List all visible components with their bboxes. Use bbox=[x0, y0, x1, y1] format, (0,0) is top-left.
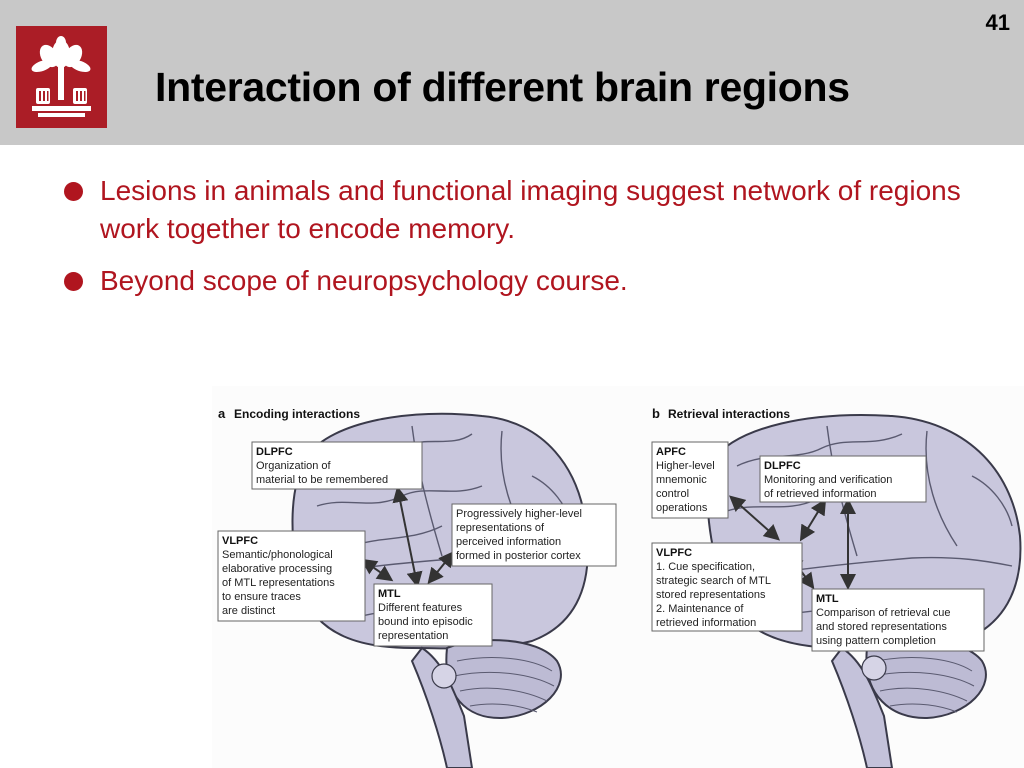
svg-text:2. Maintenance of: 2. Maintenance of bbox=[656, 603, 744, 615]
svg-text:Organization of: Organization of bbox=[256, 460, 332, 472]
slide-number: 41 bbox=[985, 10, 1010, 35]
box-b-dlpfc: DLPFC Monitoring and verification of ret… bbox=[759, 455, 927, 503]
brain-regions-figure: a Encoding interactions b Retrieval inte… bbox=[212, 386, 1024, 768]
bullet-text: Lesions in animals and functional imagin… bbox=[100, 175, 961, 244]
svg-text:retrieved information: retrieved information bbox=[656, 617, 756, 629]
panel-a-letter: a bbox=[218, 406, 226, 421]
svg-text:mnemonic: mnemonic bbox=[656, 474, 707, 486]
panel-b-title: Retrieval interactions bbox=[668, 407, 790, 421]
svg-text:are distinct: are distinct bbox=[222, 605, 275, 617]
svg-text:DLPFC: DLPFC bbox=[256, 446, 293, 458]
svg-text:representation: representation bbox=[378, 630, 448, 642]
box-a-vlpfc: VLPFC Semantic/phonological elaborative … bbox=[217, 530, 366, 622]
svg-text:representations of: representations of bbox=[456, 522, 545, 534]
palmetto-seal-icon bbox=[31, 36, 91, 117]
box-a-posterior-cortex: Progressively higher-level representatio… bbox=[451, 503, 617, 567]
bullet-dot-icon bbox=[64, 182, 83, 201]
svg-text:elaborative processing: elaborative processing bbox=[222, 563, 332, 575]
bullet-dot-icon bbox=[64, 272, 83, 291]
svg-text:control: control bbox=[656, 488, 689, 500]
svg-text:Monitoring and verification: Monitoring and verification bbox=[764, 474, 892, 486]
svg-text:DLPFC: DLPFC bbox=[764, 460, 801, 472]
box-a-mtl: MTL Different features bound into episod… bbox=[373, 583, 493, 647]
svg-text:MTL: MTL bbox=[378, 588, 401, 600]
svg-text:MTL: MTL bbox=[816, 593, 839, 605]
svg-text:Comparison of retrieval cue: Comparison of retrieval cue bbox=[816, 607, 951, 619]
svg-text:operations: operations bbox=[656, 502, 708, 514]
svg-text:of retrieved information: of retrieved information bbox=[764, 488, 877, 500]
box-b-vlpfc: VLPFC 1. Cue specification, strategic se… bbox=[651, 542, 803, 632]
bullet-item: Beyond scope of neuropsychology course. bbox=[62, 262, 962, 300]
box-b-mtl: MTL Comparison of retrieval cue and stor… bbox=[811, 588, 985, 652]
svg-text:APFC: APFC bbox=[656, 446, 686, 458]
svg-text:Higher-level: Higher-level bbox=[656, 460, 715, 472]
svg-text:VLPFC: VLPFC bbox=[656, 547, 692, 559]
svg-text:bound into episodic: bound into episodic bbox=[378, 616, 473, 628]
page-title: Interaction of different brain regions bbox=[155, 64, 850, 110]
box-b-apfc: APFC Higher-level mnemonic control opera… bbox=[651, 441, 729, 519]
bullet-list: Lesions in animals and functional imagin… bbox=[62, 172, 962, 314]
svg-text:perceived information: perceived information bbox=[456, 536, 561, 548]
svg-text:strategic search of MTL: strategic search of MTL bbox=[656, 575, 771, 587]
bullet-text: Beyond scope of neuropsychology course. bbox=[100, 265, 628, 296]
svg-text:VLPFC: VLPFC bbox=[222, 535, 258, 547]
svg-text:of MTL representations: of MTL representations bbox=[222, 577, 335, 589]
svg-text:formed in posterior cortex: formed in posterior cortex bbox=[456, 550, 581, 562]
svg-text:Different features: Different features bbox=[378, 602, 463, 614]
box-a-dlpfc: DLPFC Organization of material to be rem… bbox=[251, 441, 423, 490]
svg-text:Semantic/phonological: Semantic/phonological bbox=[222, 549, 333, 561]
arrows-a bbox=[360, 486, 455, 588]
svg-text:material to be remembered: material to be remembered bbox=[256, 474, 388, 486]
svg-text:Progressively higher-level: Progressively higher-level bbox=[456, 508, 582, 520]
svg-text:using pattern completion: using pattern completion bbox=[816, 635, 936, 647]
university-logo bbox=[16, 26, 107, 128]
bullet-item: Lesions in animals and functional imagin… bbox=[62, 172, 962, 248]
svg-text:and stored representations: and stored representations bbox=[816, 621, 947, 633]
panel-b-letter: b bbox=[652, 406, 660, 421]
slide-header bbox=[0, 0, 1024, 145]
svg-text:to ensure traces: to ensure traces bbox=[222, 591, 301, 603]
svg-text:stored representations: stored representations bbox=[656, 589, 766, 601]
brain-diagram: a Encoding interactions b Retrieval inte… bbox=[217, 406, 1022, 768]
panel-a-title: Encoding interactions bbox=[234, 407, 360, 421]
svg-text:1. Cue specification,: 1. Cue specification, bbox=[656, 561, 755, 573]
